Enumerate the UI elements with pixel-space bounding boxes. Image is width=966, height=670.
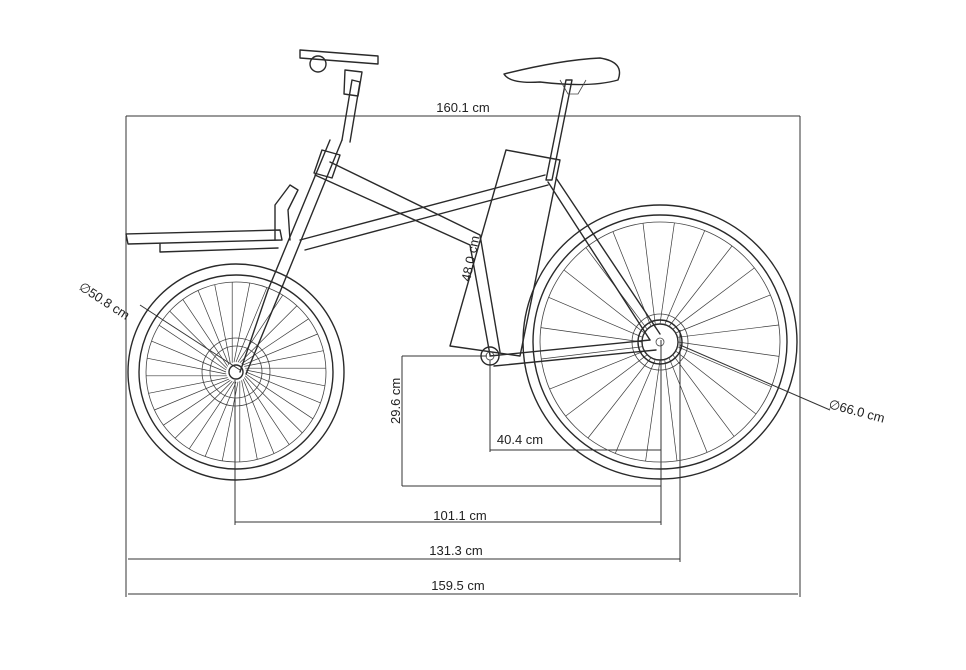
- spoke: [239, 305, 298, 364]
- spoke: [242, 378, 275, 454]
- spoke: [565, 354, 648, 417]
- spoke: [245, 371, 321, 404]
- label-front-to-rear-axle: 131.3 cm: [429, 543, 482, 558]
- spoke: [235, 287, 268, 363]
- spoke: [540, 327, 643, 343]
- spoke: [675, 350, 757, 415]
- label-chainstay: 40.4 cm: [497, 432, 543, 447]
- bike-frame: [125, 49, 683, 375]
- spoke: [174, 380, 233, 439]
- spoke: [197, 290, 230, 366]
- spoke: [233, 283, 251, 363]
- spoke: [148, 377, 228, 394]
- spoke: [147, 357, 227, 375]
- spoke: [182, 299, 228, 367]
- rear-wheel-diameter-value: 66.0 cm: [838, 399, 887, 425]
- spoke: [151, 340, 227, 373]
- spoke: [614, 359, 656, 454]
- spoke: [221, 381, 239, 461]
- label-front-wheel-diameter: ∅ 50.8 cm: [76, 279, 132, 323]
- spoke: [245, 369, 325, 387]
- spoke: [549, 350, 645, 390]
- spoke: [244, 350, 324, 367]
- spoke: [204, 381, 237, 457]
- spoke: [241, 380, 258, 460]
- diameter-symbol-rear: ∅: [827, 396, 842, 413]
- spoke: [548, 296, 643, 338]
- spoke: [675, 294, 771, 334]
- spoke: [645, 359, 661, 462]
- spoke: [677, 324, 779, 338]
- spoke: [672, 354, 735, 437]
- spoke: [677, 346, 772, 388]
- spoke: [158, 324, 227, 371]
- dimension-lines: [125, 115, 831, 597]
- label-top-width: 160.1 cm: [436, 100, 489, 115]
- spoke: [668, 357, 708, 453]
- spoke: [237, 294, 284, 363]
- spoke: [541, 346, 643, 360]
- spoke: [244, 375, 303, 434]
- spoke: [563, 269, 645, 334]
- label-overall-length: 159.5 cm: [431, 578, 484, 593]
- spoke: [154, 378, 230, 411]
- spoke: [242, 333, 318, 366]
- spoke: [188, 381, 235, 450]
- label-bb-height: 29.6 cm: [388, 378, 403, 424]
- rear-wheel: [522, 204, 798, 480]
- label-rear-wheel-diameter: ∅ 66.0 cm: [827, 396, 886, 425]
- spoke: [169, 310, 228, 369]
- spoke: [677, 341, 780, 357]
- spoke: [214, 284, 231, 364]
- spoke: [163, 380, 231, 426]
- spoke: [668, 245, 733, 327]
- spoke: [245, 373, 314, 420]
- spoke: [672, 267, 755, 330]
- dimension-labels: 160.1 cm 48.0 cm ∅ 50.8 cm ∅ 66.0 cm 29.…: [76, 100, 886, 593]
- front-wheel: [127, 263, 345, 481]
- spoke: [664, 359, 678, 461]
- spoke: [587, 357, 652, 439]
- spoke: [664, 230, 706, 325]
- spoke: [244, 377, 290, 445]
- spoke: [642, 223, 656, 325]
- spoke: [659, 222, 675, 325]
- label-wheelbase: 101.1 cm: [433, 508, 486, 523]
